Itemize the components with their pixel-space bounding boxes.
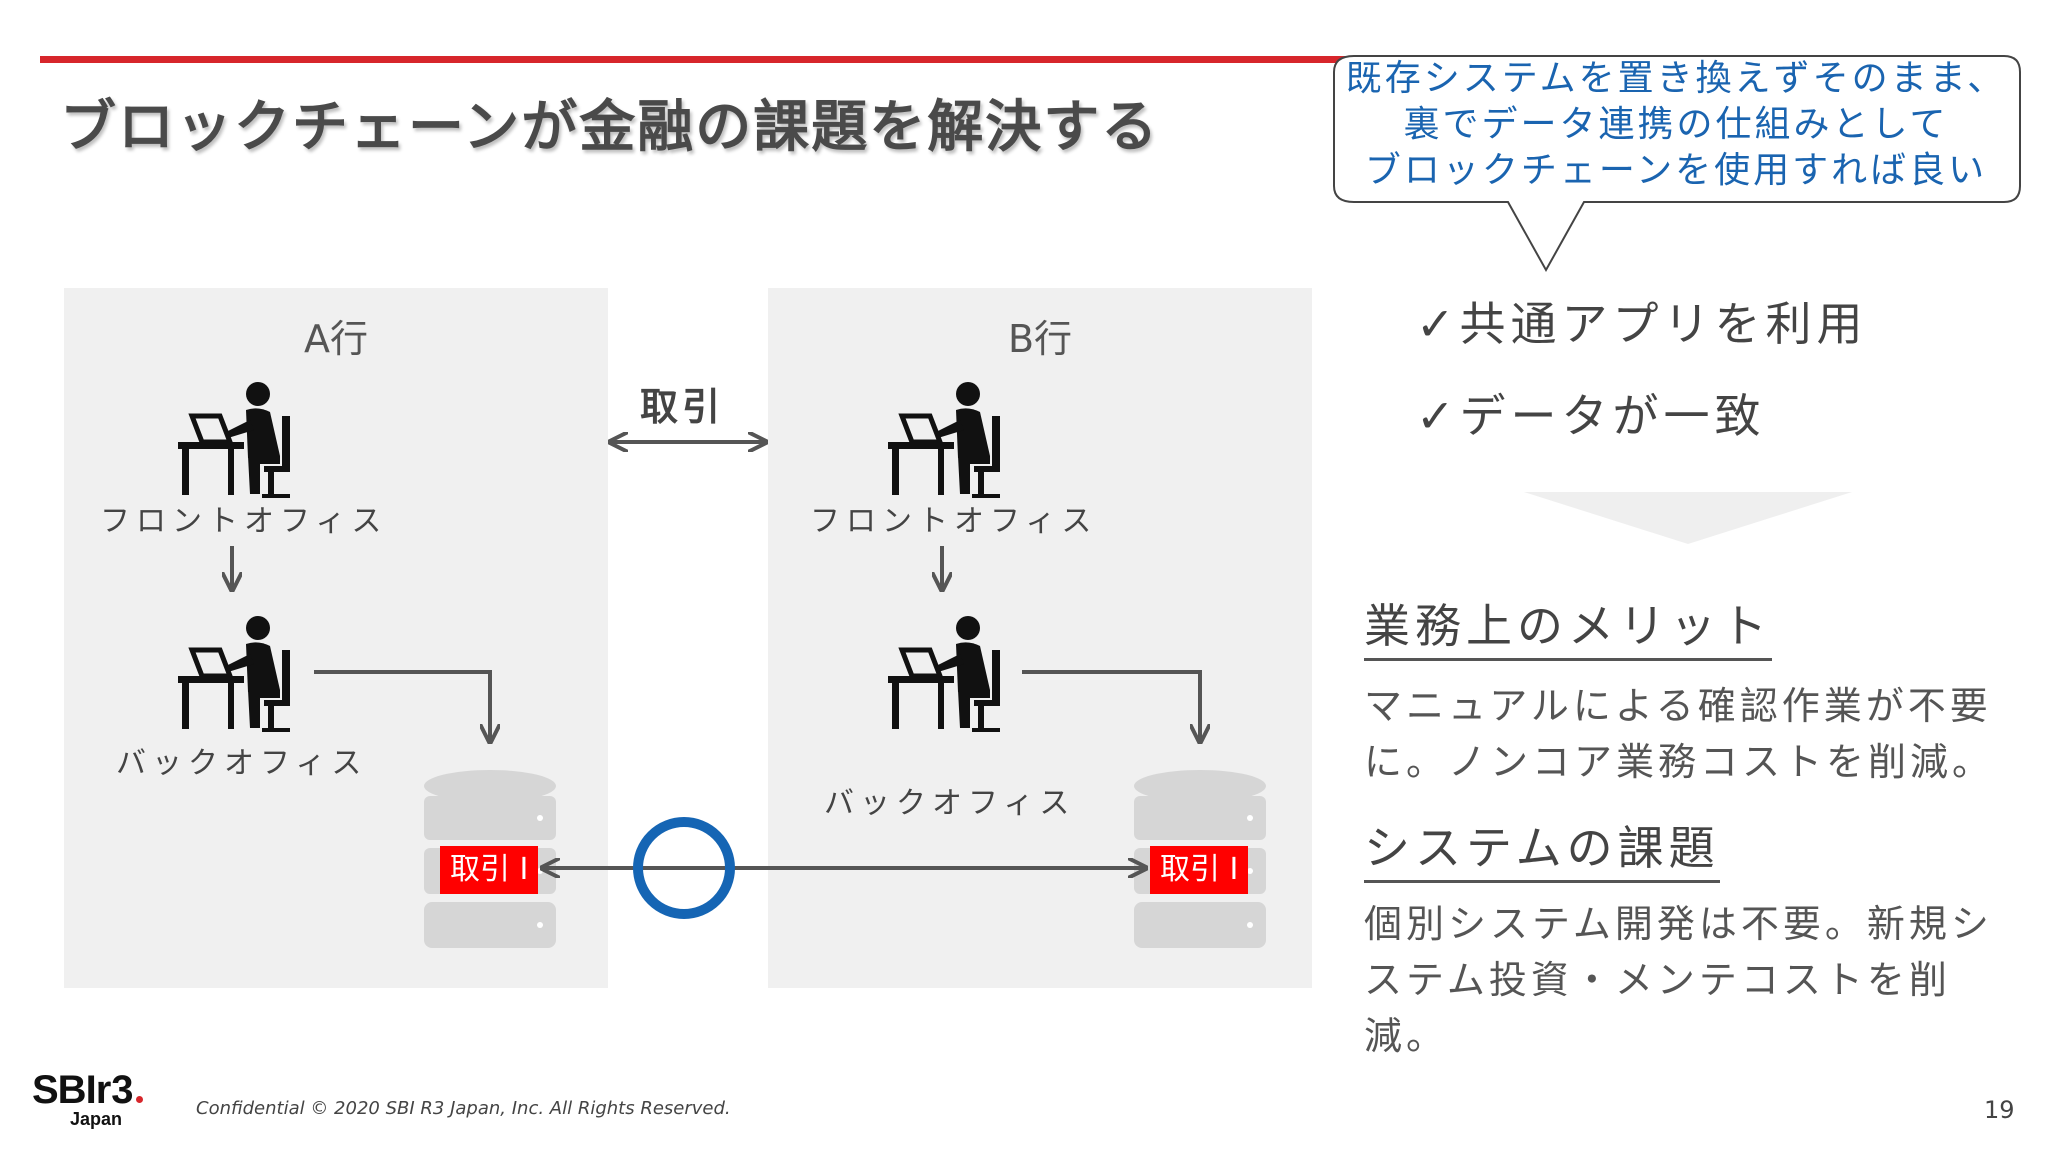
logo-main: SBI — [32, 1068, 97, 1112]
front-office-b-label: フロントオフィス — [810, 504, 1098, 539]
callout-line: 既存システムを置き換えずそのまま、 — [1345, 58, 2007, 99]
bank-a-label: A行 — [304, 317, 368, 361]
callout-line: ブロックチェーンを使用すれば良い — [1364, 150, 1988, 191]
logo-dot-icon — [135, 1096, 143, 1103]
page-number: 19 — [1984, 1096, 2015, 1124]
section-body-merit: マニュアルによる確認作業が不要に。ノンコア業務コストを削減。 — [1364, 684, 1995, 784]
transaction-label: 取引 — [640, 385, 725, 429]
db-tag-a: 取引 I — [440, 846, 539, 894]
check-data-match: ✓データが一致 — [1416, 389, 1766, 443]
sync-ring-icon — [633, 817, 735, 919]
callout-bubble — [1333, 55, 2021, 273]
callout-line: 裏でデータ連携の仕組みとして — [1403, 104, 1949, 145]
back-office-b-icon — [888, 616, 1000, 732]
confidential-notice: Confidential © 2020 SBI R3 Japan, Inc. A… — [196, 1098, 731, 1119]
front-office-a-label: フロントオフィス — [100, 504, 388, 539]
bank-b-label: B行 — [1007, 317, 1073, 361]
title-rule — [40, 56, 1350, 63]
down-chevron-icon — [1524, 492, 1852, 544]
back-office-a-icon — [178, 616, 290, 732]
section-body-system: 個別システム開発は不要。新規システム投資・メンテコストを削減。 — [1364, 902, 1993, 1058]
slide-title: ブロックチェーンが金融の課題を解決する — [60, 95, 1160, 160]
back-office-b-label: バックオフィス — [824, 786, 1076, 821]
backoffice-to-db-b-arrow — [1022, 670, 1200, 740]
check-common-app: ✓共通アプリを利用 — [1416, 297, 1868, 351]
section-heading-system: システムの課題 — [1364, 812, 1720, 883]
callout-text: 既存システムを置き換えずそのまま、 裏でデータ連携の仕組みとして ブロックチェー… — [1336, 56, 2016, 194]
sbi-r3-logo: SBIr3 Japan — [32, 1068, 143, 1130]
db-tag-b: 取引 I — [1150, 846, 1249, 894]
back-office-a-label: バックオフィス — [116, 746, 368, 781]
front-office-b-icon — [888, 382, 1000, 498]
front-office-a-icon — [178, 382, 290, 498]
logo-sub: r3 — [95, 1068, 134, 1112]
backoffice-to-db-a-arrow — [314, 670, 490, 740]
logo-region: Japan — [70, 1109, 123, 1129]
section-heading-merit: 業務上のメリット — [1364, 590, 1772, 661]
